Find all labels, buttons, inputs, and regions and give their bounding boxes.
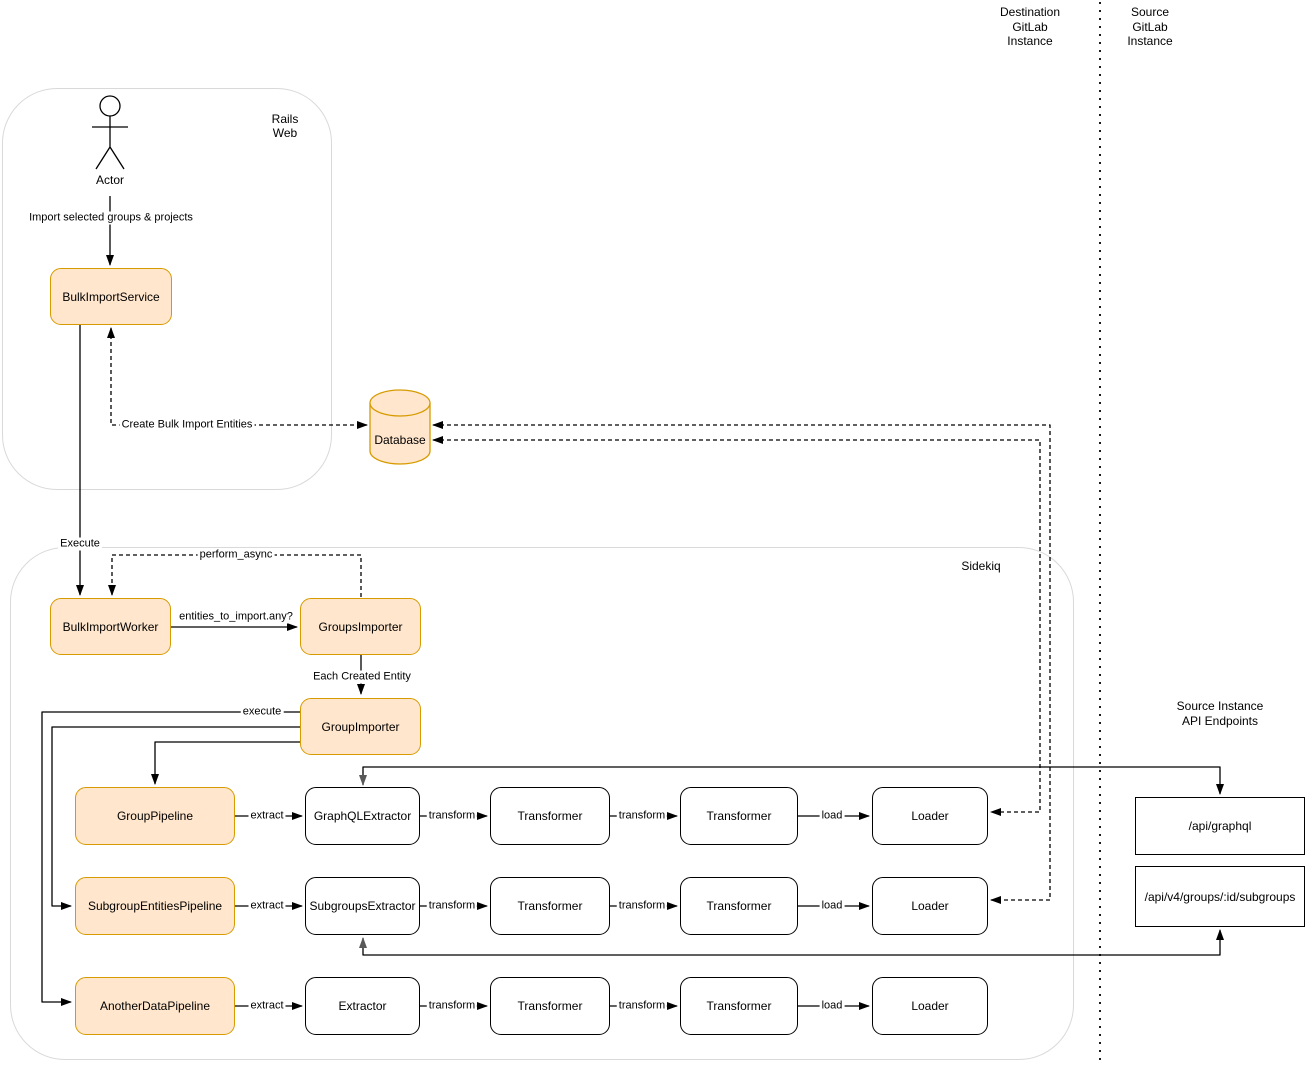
actor-icon — [92, 95, 128, 170]
edge-label-each-created-entity: Each Created Entity — [311, 670, 413, 684]
edge-label-entities-check: entities_to_import.any? — [177, 610, 295, 624]
node-group-importer: GroupImporter — [300, 698, 421, 755]
edge-label-load: load — [819, 999, 845, 1013]
node-api-graphql: /api/graphql — [1135, 797, 1305, 855]
rails-web-container — [2, 88, 332, 490]
edge-label-extract: extract — [248, 809, 286, 823]
node-group-pipeline: GroupPipeline — [75, 787, 235, 845]
actor-label: Actor — [95, 173, 125, 187]
node-bulk-import-service: BulkImportService — [50, 268, 172, 325]
edge-execute-another-data-pipeline — [41, 711, 300, 1006]
node-transformer: Transformer — [490, 787, 610, 845]
edge-label-transform: transform — [616, 809, 668, 823]
node-bulk-import-worker: BulkImportWorker — [50, 598, 171, 655]
node-subgroup-entities-pipeline: SubgroupEntitiesPipeline — [75, 877, 235, 935]
node-loader: Loader — [872, 977, 988, 1035]
rails-web-label: Rails Web — [271, 112, 299, 140]
edge-database-loader-row2 — [432, 421, 1051, 904]
node-groups-importer: GroupsImporter — [300, 598, 421, 655]
edge-label-transform: transform — [426, 899, 478, 913]
edge-label-transform: transform — [426, 999, 478, 1013]
edge-label-extract: extract — [248, 999, 286, 1013]
node-transformer: Transformer — [680, 977, 798, 1035]
node-extractor: Extractor — [305, 977, 420, 1035]
node-transformer: Transformer — [680, 787, 798, 845]
database-label: Database — [374, 433, 426, 447]
node-transformer: Transformer — [490, 877, 610, 935]
edge-label-execute: Execute — [58, 537, 102, 551]
node-api-subgroups: /api/v4/groups/:id/subgroups — [1135, 866, 1305, 927]
edge-label-transform: transform — [616, 899, 668, 913]
edge-perform-async — [108, 554, 362, 597]
edge-execute-subgroup-entities-pipeline — [51, 726, 300, 910]
destination-lane-label: Destination GitLab Instance — [999, 5, 1061, 48]
database-icon — [369, 389, 431, 465]
edge-label-load: load — [819, 809, 845, 823]
node-loader: Loader — [872, 787, 988, 845]
edge-database-loader-row1 — [432, 436, 1041, 816]
edge-label-transform: transform — [616, 999, 668, 1013]
node-subgroups-extractor: SubgroupsExtractor — [305, 877, 420, 935]
edge-create-bulk-import-entities — [107, 327, 368, 429]
edge-label-load: load — [819, 899, 845, 913]
edge-label-extract: extract — [248, 899, 286, 913]
edge-label-execute-pipeline: execute — [240, 705, 284, 719]
edge-execute-group-pipeline — [151, 741, 300, 785]
api-endpoints-title: Source Instance API Endpoints — [1176, 699, 1264, 728]
edge-label-create-entities: Create Bulk Import Entities — [119, 418, 255, 432]
node-transformer: Transformer — [680, 877, 798, 935]
edge-label-transform: transform — [426, 809, 478, 823]
edge-label-perform-async: perform_async — [197, 548, 275, 562]
node-loader: Loader — [872, 877, 988, 935]
source-lane-label: Source GitLab Instance — [1127, 5, 1173, 48]
sidekiq-label: Sidekiq — [961, 559, 1001, 573]
node-another-data-pipeline: AnotherDataPipeline — [75, 977, 235, 1035]
edge-label-import-selected: Import selected groups & projects — [27, 211, 195, 225]
edge-subgroups-extractor-to-api — [359, 929, 1224, 956]
node-graphql-extractor: GraphQLExtractor — [305, 787, 420, 845]
node-transformer: Transformer — [490, 977, 610, 1035]
